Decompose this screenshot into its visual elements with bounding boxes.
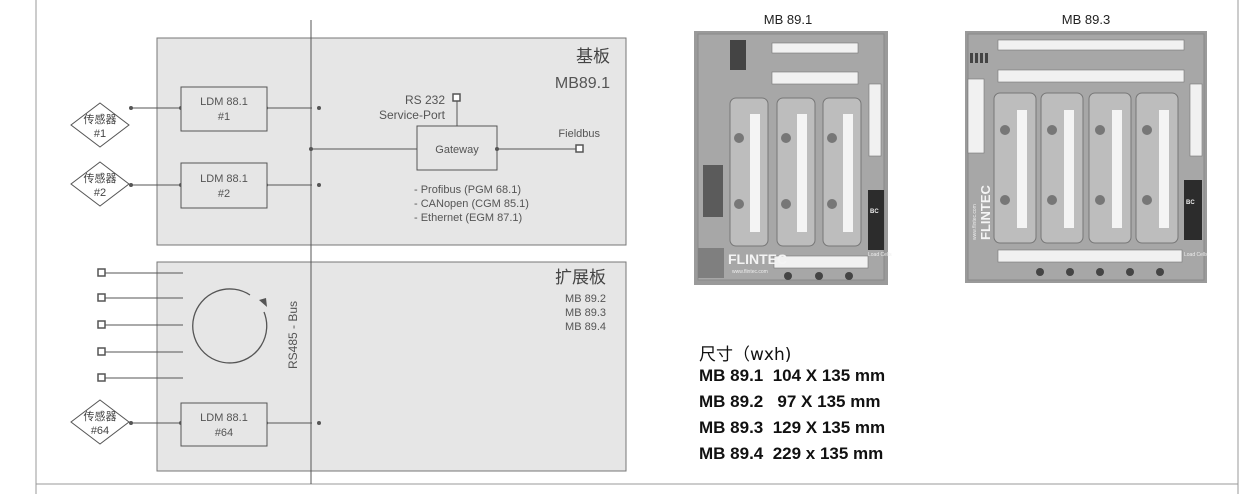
- main-board-title-cn: 基板: [576, 47, 610, 66]
- extension-model-1: MB 89.2: [565, 293, 606, 305]
- photo-left-brand: FLINTEC: [728, 251, 787, 267]
- extension-connectors: [97, 268, 183, 382]
- main-board-title-model: MB89.1: [555, 75, 610, 92]
- sensor-1-id: #1: [94, 128, 106, 140]
- sensor-2-id: #2: [94, 187, 106, 199]
- photo-mb891: BC FLINTEC www.flintec.com Load Cells: [694, 31, 892, 285]
- dimensions-title: 尺寸（wxh): [699, 345, 792, 365]
- photo-mb893: BC FLINTEC www.flintec.com Load Cells: [965, 31, 1208, 283]
- photo-right-brand: FLINTEC: [978, 185, 993, 240]
- rs232-label: RS 232: [405, 93, 445, 107]
- photo-right-terminal: Load Cells: [1184, 252, 1208, 258]
- sensor-2-label: 传感器: [84, 172, 117, 185]
- ldm-64-id: #64: [215, 427, 233, 439]
- dimension-row-mb893: MB 89.3 129 X 135 mm: [699, 418, 886, 437]
- photo-left-url: www.flintec.com: [732, 269, 768, 275]
- sensor-64: 传感器 #64: [70, 399, 321, 445]
- photo-right-url: www.flintec.com: [972, 204, 978, 240]
- sensor-64-id: #64: [91, 425, 109, 437]
- ldm-1: LDM 88.1 #1: [180, 86, 268, 132]
- ldm-2-name: LDM 88.1: [200, 173, 248, 185]
- extension-board-title-cn: 扩展板: [555, 268, 606, 287]
- ldm-2: LDM 88.1 #2: [180, 162, 268, 209]
- photo-left-terminal: Load Cells: [868, 252, 892, 258]
- gateway-label: Gateway: [435, 144, 479, 156]
- rs232-port-icon: [452, 93, 461, 102]
- ldm-2-id: #2: [218, 188, 230, 200]
- ldm-64: LDM 88.1 #64: [180, 402, 268, 447]
- ldm-64-name: LDM 88.1: [200, 412, 248, 424]
- dimension-row-mb891: MB 89.1 104 X 135 mm: [699, 366, 886, 385]
- extension-model-2: MB 89.3: [565, 307, 606, 319]
- dimension-row-mb894: MB 89.4 229 x 135 mm: [699, 444, 884, 463]
- extension-model-3: MB 89.4: [565, 321, 606, 333]
- gateway: Gateway RS 232 Service-Port Fieldbus - P…: [309, 93, 600, 224]
- photo-right-tag: BC: [1186, 200, 1195, 206]
- main-board: 基板 MB89.1: [156, 37, 627, 246]
- ldm-1-id: #1: [218, 111, 230, 123]
- sensor-1-label: 传感器: [84, 113, 117, 126]
- protocol-profibus: - Profibus (PGM 68.1): [414, 184, 521, 196]
- fieldbus-label: Fieldbus: [558, 128, 600, 140]
- photo-left-tag: BC: [870, 209, 879, 215]
- protocol-canopen: - CANopen (CGM 85.1): [414, 198, 529, 210]
- rotation-arrow-icon: [192, 288, 268, 364]
- dimension-row-mb892: MB 89.2 97 X 135 mm: [699, 392, 881, 411]
- ldm-1-name: LDM 88.1: [200, 96, 248, 108]
- service-port-label: Service-Port: [379, 108, 446, 122]
- protocol-ethernet: - Ethernet (EGM 87.1): [414, 212, 522, 224]
- photo-right-title: MB 89.3: [1062, 12, 1110, 27]
- sensor-1: 传感器 #1: [70, 102, 321, 148]
- sensor-64-label: 传感器: [84, 410, 117, 423]
- fieldbus-port-icon: [575, 144, 584, 153]
- rs485-bus-label: RS485 - Bus: [286, 301, 300, 369]
- photo-left-title: MB 89.1: [764, 12, 812, 27]
